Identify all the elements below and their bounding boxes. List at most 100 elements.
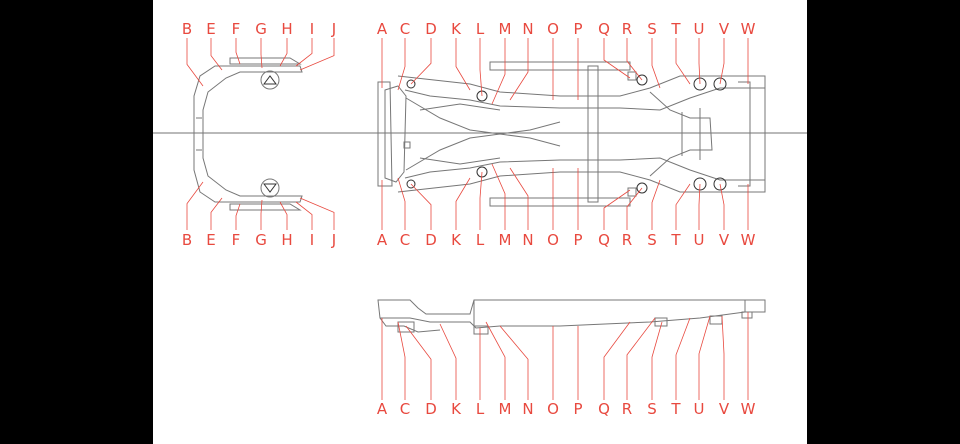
side-leader-v bbox=[721, 315, 725, 400]
front-section-view bbox=[193, 57, 303, 211]
front-leader-bottom-e bbox=[210, 197, 223, 230]
side-leader-s bbox=[651, 321, 663, 400]
front-callout-top-g: G bbox=[255, 20, 267, 38]
frame-callout-top-s: S bbox=[647, 20, 657, 38]
frame-callout-bottom-v: V bbox=[719, 231, 730, 249]
frame-callout-bottom-m: M bbox=[499, 231, 512, 249]
front-leader-bottom-j bbox=[299, 197, 335, 230]
side-callout-w: W bbox=[741, 400, 756, 418]
frame-leader-bottom-v bbox=[719, 183, 725, 230]
front-callout-top-e: E bbox=[206, 20, 215, 38]
frame-callout-bottom-p: P bbox=[573, 231, 582, 249]
side-callout-n: N bbox=[522, 400, 533, 418]
frame-leader-bottom-c bbox=[397, 177, 406, 230]
frame-leader-top-n bbox=[509, 38, 529, 101]
front-callout-bottom-f: F bbox=[232, 231, 241, 249]
frame-callout-bottom-q: Q bbox=[598, 231, 610, 249]
side-leader-n bbox=[499, 325, 529, 400]
front-leader-bottom-g bbox=[260, 199, 263, 230]
front-leader-top-f bbox=[235, 38, 241, 65]
front-callout-top-b: B bbox=[182, 20, 192, 38]
front-leader-bottom-h bbox=[279, 201, 288, 230]
front-callout-bottom-j: J bbox=[331, 231, 336, 249]
side-leader-c bbox=[397, 321, 406, 400]
side-callout-q: Q bbox=[598, 400, 610, 418]
frame-callout-top-w: W bbox=[741, 20, 756, 38]
side-callout-p: P bbox=[573, 400, 582, 418]
front-callout-top-h: H bbox=[281, 20, 292, 38]
frame-leader-bottom-r bbox=[626, 187, 643, 230]
side-callout-d: D bbox=[425, 400, 437, 418]
frame-leader-bottom-l bbox=[479, 171, 483, 230]
frame-leader-top-q bbox=[603, 38, 631, 79]
frame-leader-top-t bbox=[675, 38, 691, 85]
frame-leader-bottom-q bbox=[603, 189, 631, 230]
front-leader-top-j bbox=[299, 38, 335, 71]
frame-callout-bottom-d: D bbox=[425, 231, 437, 249]
frame-callout-bottom-r: R bbox=[622, 231, 632, 249]
front-callout-top-i: I bbox=[310, 20, 314, 38]
front-leader-top-e bbox=[210, 38, 223, 71]
frame-callout-top-v: V bbox=[719, 20, 730, 38]
side-callout-c: C bbox=[400, 400, 410, 418]
front-callout-bottom-e: E bbox=[206, 231, 215, 249]
frame-callout-top-n: N bbox=[522, 20, 533, 38]
frame-callout-top-u: U bbox=[694, 20, 705, 38]
side-callout-r: R bbox=[622, 400, 632, 418]
frame-leader-bottom-d bbox=[410, 183, 432, 230]
frame-callout-top-m: M bbox=[499, 20, 512, 38]
side-leader-t bbox=[675, 317, 691, 400]
frame-leader-top-l bbox=[479, 38, 483, 97]
frame-leader-top-v bbox=[719, 38, 725, 85]
frame-leader-bottom-n bbox=[509, 167, 529, 230]
front-leader-top-g bbox=[260, 38, 263, 69]
frame-callout-bottom-o: O bbox=[547, 231, 559, 249]
side-callout-s: S bbox=[647, 400, 657, 418]
frame-callout-bottom-w: W bbox=[741, 231, 756, 249]
frame-callout-bottom-c: C bbox=[400, 231, 410, 249]
frame-leader-top-d bbox=[410, 38, 432, 85]
side-callout-l: L bbox=[476, 400, 485, 418]
frame-callout-top-k: K bbox=[451, 20, 462, 38]
front-callout-bottom-h: H bbox=[281, 231, 292, 249]
frame-callout-top-t: T bbox=[670, 20, 681, 38]
side-callout-o: O bbox=[547, 400, 559, 418]
frame-side-view bbox=[377, 299, 766, 335]
frame-leader-top-c bbox=[397, 38, 406, 91]
frame-leader-top-r bbox=[626, 38, 643, 81]
front-leader-top-b bbox=[186, 38, 204, 87]
frame-callout-top-l: L bbox=[476, 20, 485, 38]
frame-callout-top-q: Q bbox=[598, 20, 610, 38]
front-leader-bottom-i bbox=[295, 201, 313, 230]
frame-callout-bottom-u: U bbox=[694, 231, 705, 249]
frame-callout-top-d: D bbox=[425, 20, 437, 38]
frame-callout-top-p: P bbox=[573, 20, 582, 38]
front-callout-bottom-b: B bbox=[182, 231, 192, 249]
frame-leader-top-k bbox=[455, 38, 471, 91]
frame-leader-top-u bbox=[698, 38, 701, 85]
side-leader-d bbox=[405, 325, 432, 400]
side-callout-u: U bbox=[694, 400, 705, 418]
frame-leader-bottom-s bbox=[651, 179, 661, 230]
frame-leader-top-s bbox=[651, 38, 661, 89]
frame-leader-top-m bbox=[491, 38, 506, 105]
frame-leader-bottom-m bbox=[491, 163, 506, 230]
side-callout-k: K bbox=[451, 400, 462, 418]
side-callout-m: M bbox=[499, 400, 512, 418]
side-leader-m bbox=[485, 321, 506, 400]
frame-leader-bottom-u bbox=[698, 183, 701, 230]
side-leader-q bbox=[603, 321, 631, 400]
frame-leader-bottom-t bbox=[675, 183, 691, 230]
front-leader-bottom-f bbox=[235, 203, 241, 230]
frame-callout-bottom-k: K bbox=[451, 231, 462, 249]
callout-leaders bbox=[186, 38, 749, 400]
frame-callout-bottom-a: A bbox=[377, 231, 388, 249]
side-leader-u bbox=[698, 315, 711, 400]
frame-top-view bbox=[377, 61, 766, 207]
front-leader-top-h bbox=[279, 38, 288, 67]
front-callout-top-f: F bbox=[232, 20, 241, 38]
front-leader-bottom-b bbox=[186, 181, 204, 230]
frame-callout-top-a: A bbox=[377, 20, 388, 38]
